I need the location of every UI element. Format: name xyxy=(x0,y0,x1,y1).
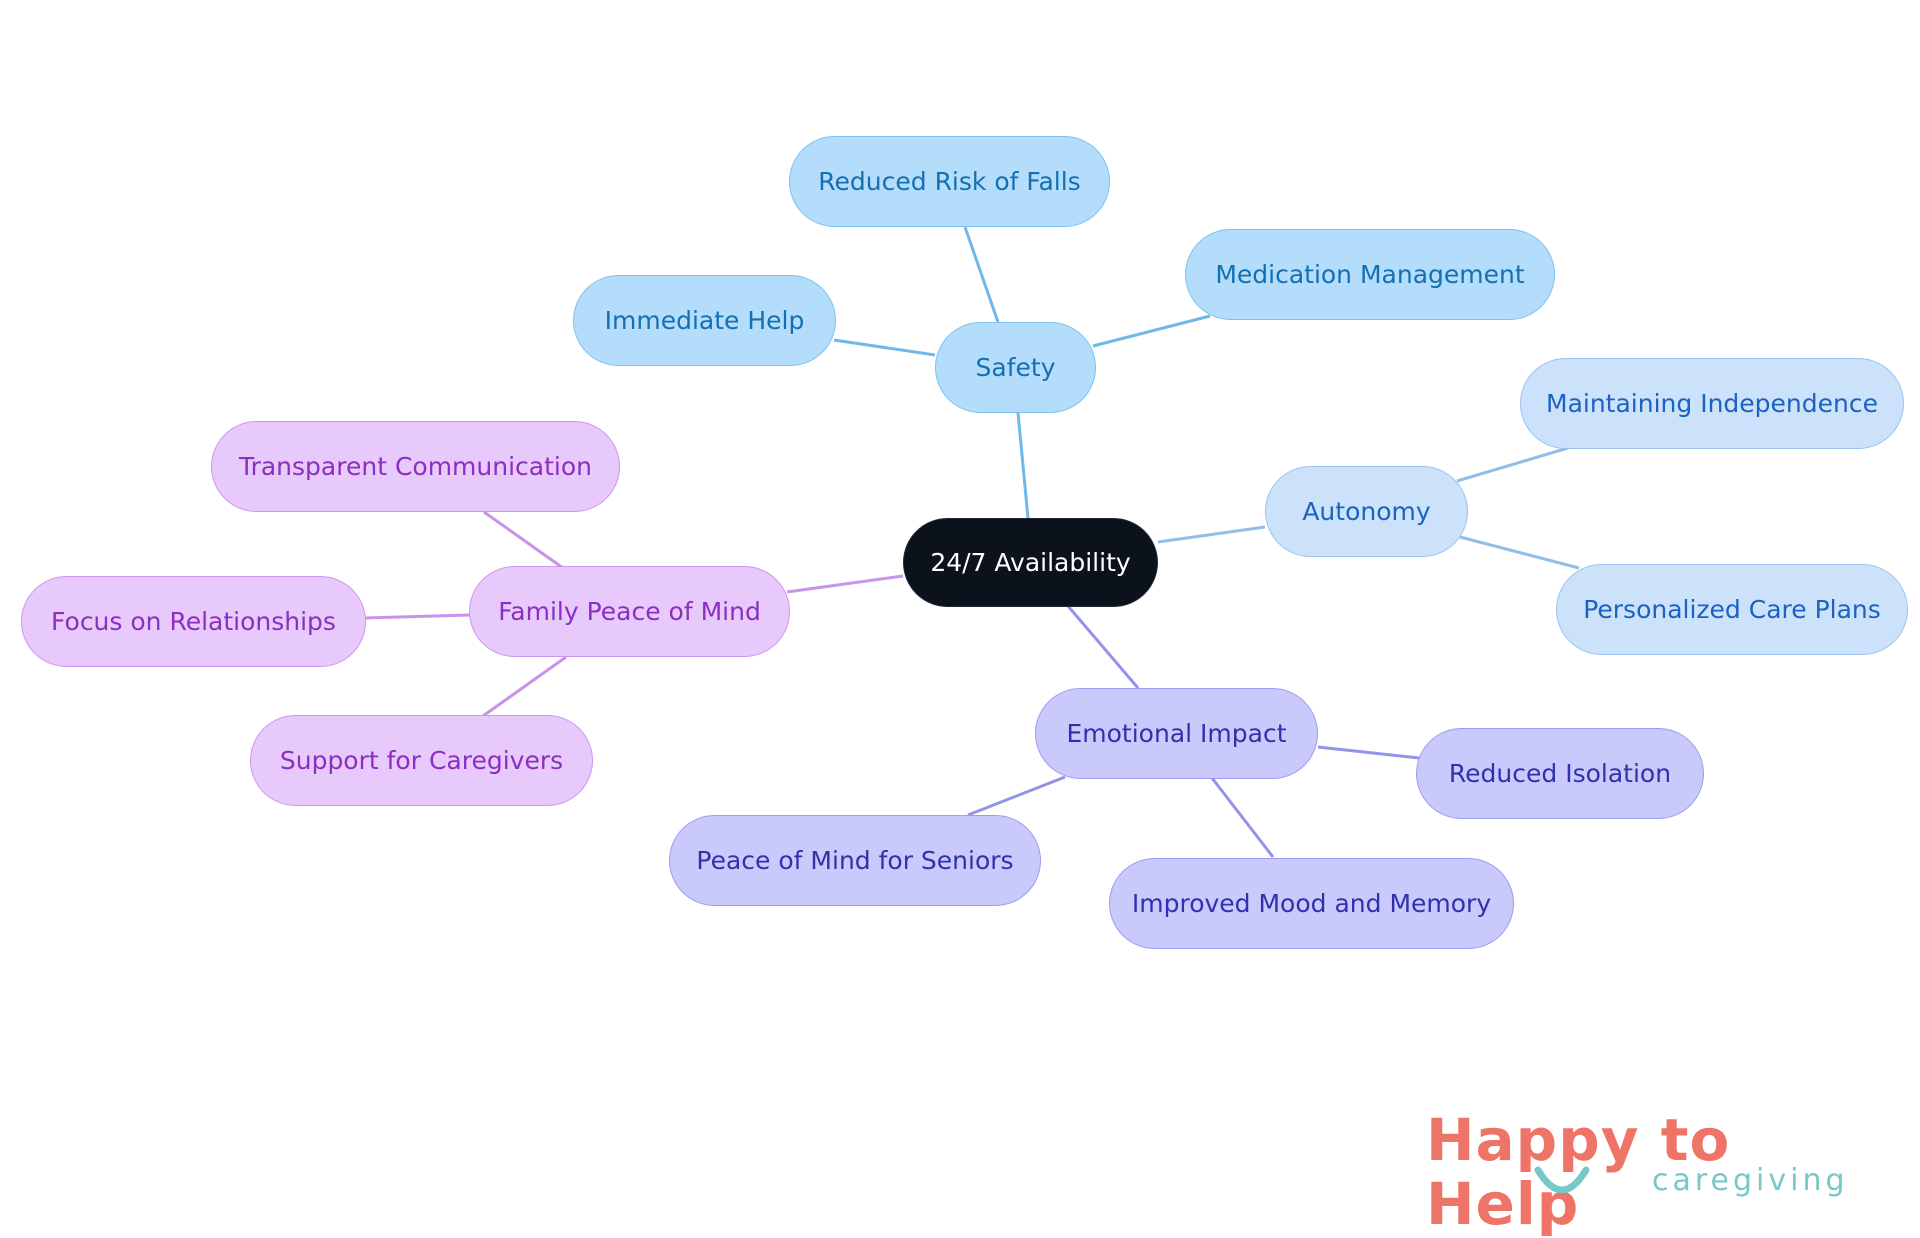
leaf-support-for-caregivers[interactable]: Support for Caregivers xyxy=(250,715,593,806)
leaf-focus-on-relationships[interactable]: Focus on Relationships xyxy=(21,576,366,667)
branch-safety[interactable]: Safety xyxy=(935,322,1096,413)
link-family-transparent xyxy=(483,510,564,570)
leaf-medication-management[interactable]: Medication Management xyxy=(1185,229,1555,320)
root-node[interactable]: 24/7 Availability xyxy=(903,518,1158,607)
link-family-relationships xyxy=(364,613,471,620)
link-emotional-isolation xyxy=(1317,745,1420,760)
link-root-safety xyxy=(1016,412,1030,519)
link-autonomy-personalized xyxy=(1459,535,1580,570)
leaf-reduced-risk-of-falls[interactable]: Reduced Risk of Falls xyxy=(789,136,1110,227)
link-root-family xyxy=(786,574,904,594)
leaf-reduced-isolation[interactable]: Reduced Isolation xyxy=(1416,728,1704,819)
link-autonomy-independence xyxy=(1456,446,1569,483)
link-emotional-mood xyxy=(1210,777,1275,858)
link-family-caregivers xyxy=(482,655,567,718)
leaf-maintaining-independence[interactable]: Maintaining Independence xyxy=(1520,358,1904,449)
branch-autonomy[interactable]: Autonomy xyxy=(1265,466,1468,557)
smile-icon xyxy=(1534,1166,1590,1194)
link-emotional-seniors xyxy=(967,775,1066,817)
branch-emotional-impact[interactable]: Emotional Impact xyxy=(1035,688,1318,779)
link-root-emotional xyxy=(1066,605,1140,689)
leaf-transparent-communication[interactable]: Transparent Communication xyxy=(211,421,620,512)
link-safety-medication xyxy=(1092,314,1211,348)
leaf-improved-mood-and-memory[interactable]: Improved Mood and Memory xyxy=(1109,858,1514,949)
leaf-peace-of-mind-for-seniors[interactable]: Peace of Mind for Seniors xyxy=(669,815,1041,906)
brand-logo: Happy to Help caregiving xyxy=(1426,1108,1896,1236)
leaf-personalized-care-plans[interactable]: Personalized Care Plans xyxy=(1556,564,1908,655)
logo-name: Happy to Help xyxy=(1426,1106,1731,1238)
logo-tagline: caregiving xyxy=(1652,1163,1849,1198)
branch-family-peace-of-mind[interactable]: Family Peace of Mind xyxy=(469,566,790,657)
link-safety-falls xyxy=(963,226,1000,323)
link-root-autonomy xyxy=(1157,525,1266,544)
leaf-immediate-help[interactable]: Immediate Help xyxy=(573,275,836,366)
link-safety-immediate xyxy=(833,338,936,357)
